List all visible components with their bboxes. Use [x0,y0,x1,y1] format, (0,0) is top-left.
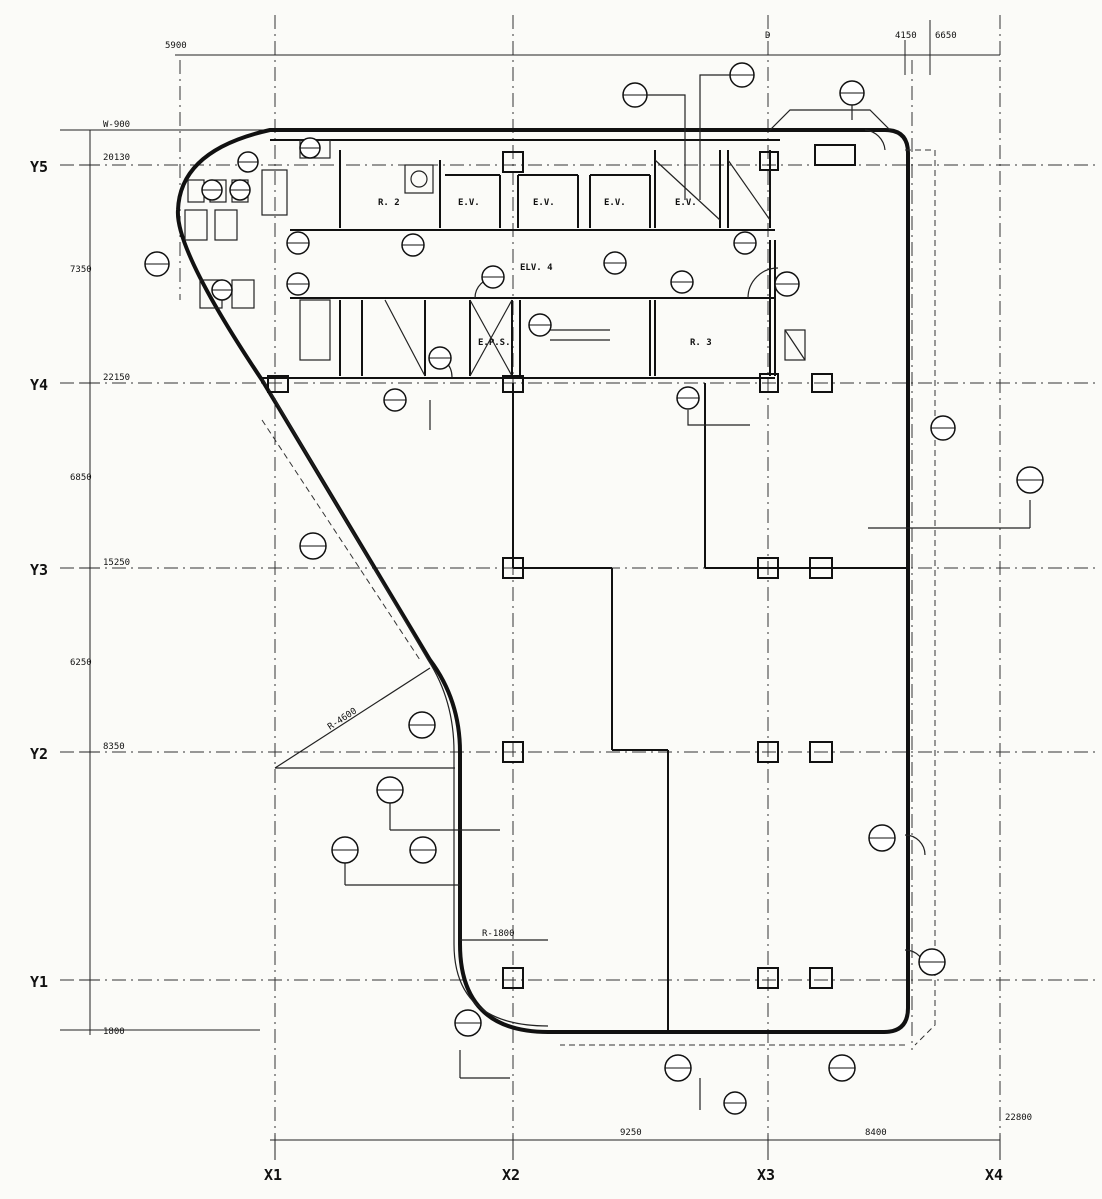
room-tag-circle [828,1054,856,1082]
room-label-elevator-hall: ELV. 4 [520,263,553,273]
room-tag-circle [603,251,627,275]
axis-label-y2: Y2 [30,745,48,763]
room-tag-circle [201,179,223,201]
room-label-elevator-4: E.V. [675,198,697,208]
dim-top-left: 5900 [165,41,187,51]
room-tag-circle [454,1009,482,1037]
dim-y3-elev: 15250 [103,558,130,568]
room-tag-circle [481,265,505,289]
room-tag-circle [733,231,757,255]
axis-label-x1: X1 [264,1166,282,1184]
dim-span-y4-y3: 6850 [70,473,92,483]
dim-y5-elev: 20130 [103,153,130,163]
dim-y1-level: 1800 [103,1027,125,1037]
room-tag-circle [237,151,259,173]
room-labels: E.V. E.V. E.V. E.V. ELV. 4 E.P.S. R. 2 R… [378,198,712,348]
room-tag-circle [664,1054,692,1082]
axis-label-y3: Y3 [30,561,48,579]
axis-label-y5: Y5 [30,158,48,176]
outer-site-line [560,149,936,1046]
room-label-r2: R. 2 [378,198,400,208]
room-tag-circle [383,388,407,412]
room-tag-circle [729,62,755,88]
curve-offset-line [261,419,421,661]
tag-leaders [429,74,853,430]
upper-canopy [769,109,891,131]
room-tag-circle [918,948,946,976]
room-tag-circle [868,824,896,852]
dim-bottom-right: 22800 [1005,1113,1032,1123]
room-label-elevator-1: E.V. [458,198,480,208]
dim-wall: W-900 [103,120,130,130]
room-tag-circle [670,270,694,294]
room-tag-circle [299,137,321,159]
interior-partitions [344,383,1031,1110]
axis-label-x3: X3 [757,1166,775,1184]
dim-y4-elev: 22150 [103,373,130,383]
room-tag-circle [723,1091,747,1115]
room-tags [144,62,1044,1115]
dim-span-y3-y2: 6250 [70,658,92,668]
exterior-wall [175,128,910,1034]
room-tag-circle [428,346,452,370]
room-tag-circle [409,836,437,864]
room-label-elevator-3: E.V. [604,198,626,208]
dim-top-right-b: 6650 [935,31,957,41]
dim-radius-corner: R-1800 [482,929,515,939]
dim-bottom-x3-x4: 8400 [865,1128,887,1138]
room-tag-circle [839,80,865,106]
dim-span-y5-y4: 7350 [70,265,92,275]
room-tag-circle [229,179,251,201]
interior-wall-line [261,377,549,1027]
room-tag-circle [331,836,359,864]
room-label-elevator-2: E.V. [533,198,555,208]
dim-bottom-x2-x3: 9250 [620,1128,642,1138]
dimension-lines [60,20,1001,1160]
axis-label-y4: Y4 [30,376,48,394]
core-walls [262,139,780,379]
room-label-r3: R. 3 [690,338,712,348]
room-tag-circle [286,231,310,255]
radius-leaders [274,667,548,941]
dim-radius-main: R-4600 [326,706,359,732]
dim-y2-elev: 8350 [103,742,125,752]
room-tag-circle [211,279,233,301]
room-tag-circle [528,313,552,337]
axis-label-x2: X2 [502,1166,520,1184]
room-tag-circle [144,251,170,277]
axis-label-x4: X4 [985,1166,1003,1184]
room-tag-circle [1016,466,1044,494]
grid-lines [60,15,1095,1150]
structural-columns [267,144,856,989]
axis-label-y1: Y1 [30,973,48,991]
room-tag-circle [774,271,800,297]
dim-top-right-a: 4150 [895,31,917,41]
room-tag-circle [622,82,648,108]
room-tag-circle [408,711,436,739]
y-axis-labels: Y5 Y4 Y3 Y2 Y1 [30,158,48,991]
toilet-fixtures [184,139,806,361]
room-tag-circle [376,776,404,804]
room-tag-circle [286,272,310,296]
room-tag-circle [930,415,956,441]
room-label-eps: E.P.S. [478,338,511,348]
x-axis-labels: X1 X2 X3 X4 [264,1166,1003,1184]
dim-top-d: D [765,31,770,41]
room-tag-circle [401,233,425,257]
room-tag-circle [299,532,327,560]
door-swings [429,129,926,971]
room-tag-circle [676,386,700,410]
